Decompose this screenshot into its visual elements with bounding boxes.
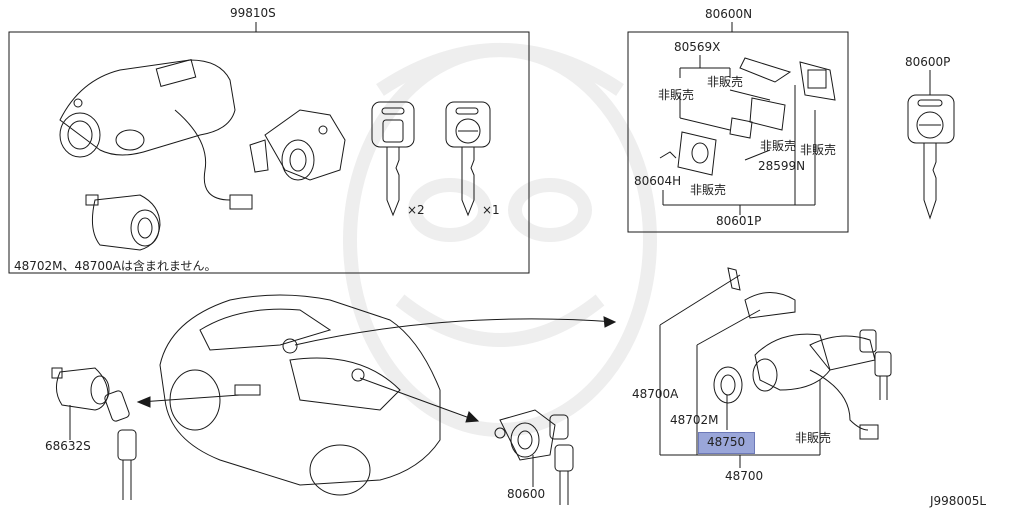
trunk-lock-80600-drawing (494, 409, 574, 505)
arrow-to-door (139, 394, 241, 403)
part-label-80600n: 80600N (705, 7, 753, 21)
key-count-b: ×1 (482, 203, 500, 217)
key-cylinder-drawing (85, 194, 161, 251)
part-label-48702m: 48702M (670, 413, 719, 427)
part-label-28599n: 28599N (758, 159, 806, 173)
car-drawing (159, 294, 441, 496)
watermark-emblem (343, 43, 657, 437)
key-80600p-drawing (907, 70, 955, 220)
part-label-80600: 80600 (507, 487, 546, 501)
not-sold-label-3: 非販売 (760, 139, 797, 153)
ignition-assembly-drawing (59, 59, 253, 210)
not-sold-label-4: 非販売 (800, 143, 837, 157)
part-label-48700: 48700 (725, 469, 764, 483)
not-sold-label-5: 非販売 (690, 183, 727, 197)
part-label-48700a: 48700A (632, 387, 679, 401)
key-count-a: ×2 (407, 203, 425, 217)
arrow-to-trunk (359, 377, 476, 421)
door-cylinder-68632s-drawing (51, 367, 137, 500)
not-sold-label-1: 非販売 (707, 75, 744, 89)
lower-section (51, 267, 892, 505)
key-a-drawing (371, 101, 415, 217)
part-label-68632s: 68632S (45, 439, 91, 453)
part-label-80601p: 80601P (716, 214, 762, 228)
panel-note: 48702M、48700Aは含まれません。 (14, 259, 217, 273)
ignition-set-drawing (659, 267, 892, 468)
part-label-80604h: 80604H (634, 174, 682, 188)
not-sold-label-lower: 非販売 (795, 431, 832, 445)
part-label-80600p: 80600P (905, 55, 951, 69)
panel-99810s (8, 22, 530, 274)
not-sold-label-2: 非販売 (658, 88, 695, 102)
key-b-drawing (445, 101, 491, 217)
part-label-48750: 48750 (707, 435, 746, 449)
diagram-code: J998005L (930, 494, 987, 508)
panel-80600n (627, 22, 849, 233)
part-label-80569x: 80569X (674, 40, 721, 54)
door-lock-drawing (249, 109, 346, 181)
part-label-99810s: 99810S (230, 6, 276, 20)
arrow-to-ignition (294, 318, 616, 346)
highlight-48750 (698, 432, 755, 454)
